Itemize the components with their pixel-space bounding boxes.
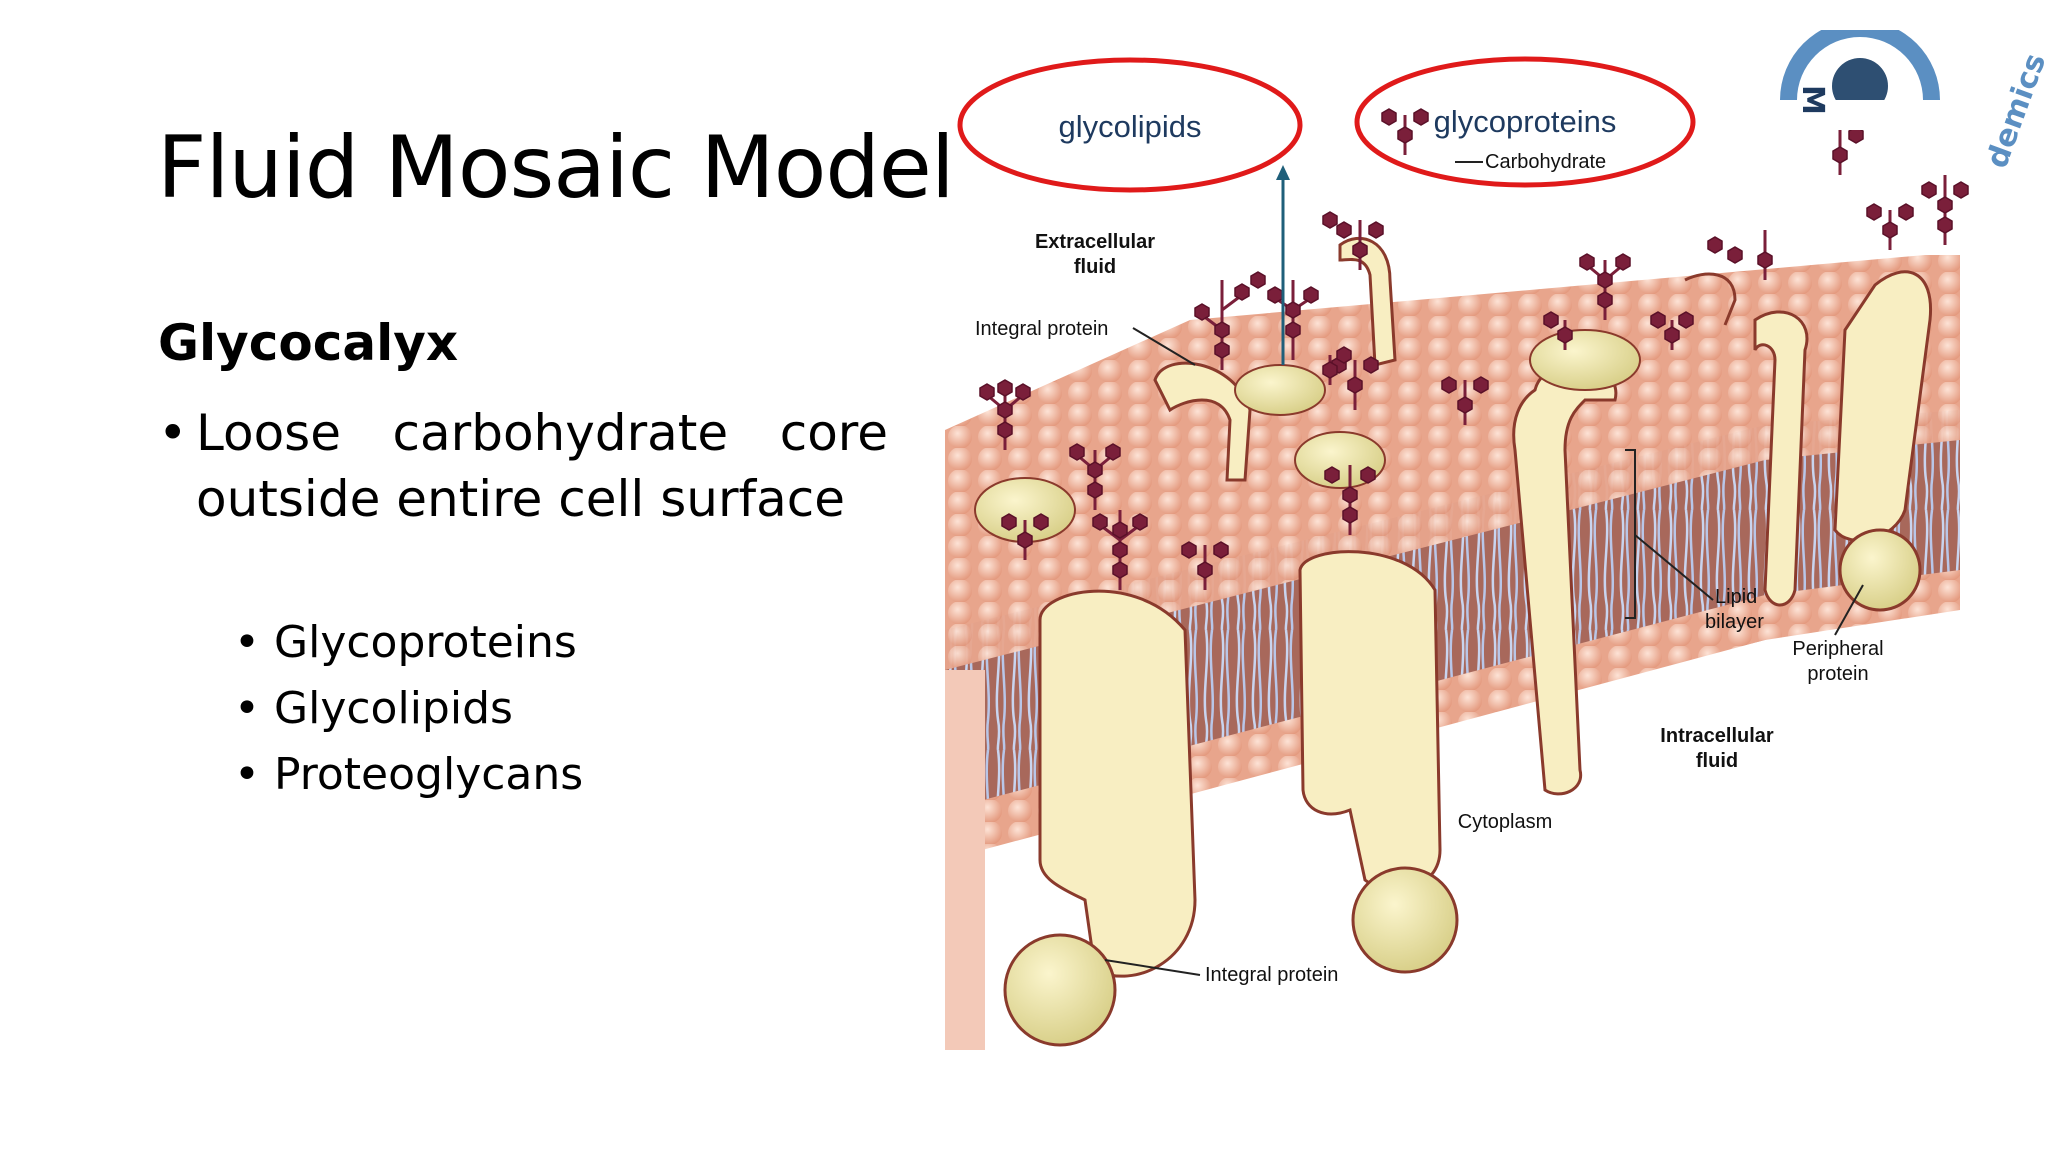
slide-title: Fluid Mosaic Model	[157, 118, 955, 218]
lipid-bilayer-label-line2: bilayer	[1705, 611, 1764, 633]
integral-protein-middle	[1298, 550, 1459, 974]
sub-bullet-dot: •	[234, 617, 260, 668]
sub-bullet-dot: •	[234, 749, 260, 800]
sub-bullet-text: Glycolipids	[274, 683, 513, 734]
glycolipids-callout: glycolipids	[957, 57, 1303, 193]
integral-protein-bottom-label: Integral protein	[1205, 964, 1338, 986]
main-bullet-text: Loose carbohydrate core outside entire c…	[196, 404, 888, 528]
sub-bullet-list: • Glycoproteins • Glycolipids • Proteoglyca…	[234, 610, 583, 808]
cytoplasm-label: Cytoplasm	[1458, 811, 1552, 833]
sub-bullet-dot: •	[234, 683, 260, 734]
embedded-domes	[974, 329, 1641, 543]
lipid-bilayer	[945, 255, 1960, 1050]
glycoproteins-label: glycoproteins	[1434, 104, 1617, 139]
integral-protein-top-label: Integral protein	[975, 318, 1108, 340]
sub-bullet-text: Glycoproteins	[274, 617, 577, 668]
peripheral-protein-label: Peripheral	[1792, 638, 1883, 660]
sub-bullet-item: • Proteoglycans	[234, 742, 583, 808]
main-bullet: • Loose carbohydrate core outside entire…	[158, 400, 888, 532]
membrane-diagram: glycolipids glycoproteins Carbohydrate E…	[945, 30, 2045, 1050]
logo-text: demics	[1980, 49, 2045, 173]
sub-bullet-text: Proteoglycans	[274, 749, 584, 800]
carbohydrate-chains	[978, 105, 1970, 590]
subheading-glycocalyx: Glycocalyx	[158, 314, 459, 372]
peripheral-protein-label-line2: protein	[1807, 663, 1868, 685]
sub-bullet-item: • Glycoproteins	[234, 610, 583, 676]
protein-tube-top	[1153, 236, 1397, 482]
glycolipids-label: glycolipids	[1058, 109, 1201, 144]
lipid-bilayer-label: Lipid	[1715, 586, 1757, 608]
carbohydrate-label: Carbohydrate	[1485, 151, 1606, 173]
academics-logo: M demics	[1780, 30, 2045, 173]
up-arrow	[1276, 165, 1290, 365]
intracellular-fluid-label: Intracellular	[1660, 725, 1774, 747]
peripheral-protein	[1833, 270, 1933, 612]
extracellular-fluid-label-line2: fluid	[1074, 256, 1116, 278]
leader-lines	[1104, 161, 1864, 976]
integral-protein-front	[1003, 589, 1197, 1047]
bullet-dot: •	[158, 404, 188, 462]
extracellular-fluid-label: Extracellular	[1035, 231, 1155, 253]
sub-bullet-item: • Glycolipids	[234, 676, 583, 742]
coiled-protein	[1684, 272, 1809, 607]
intracellular-fluid-label-line2: fluid	[1696, 750, 1738, 772]
logo-letter: M	[1795, 85, 1830, 115]
glycoproteins-callout: glycoproteins	[1354, 56, 1696, 188]
